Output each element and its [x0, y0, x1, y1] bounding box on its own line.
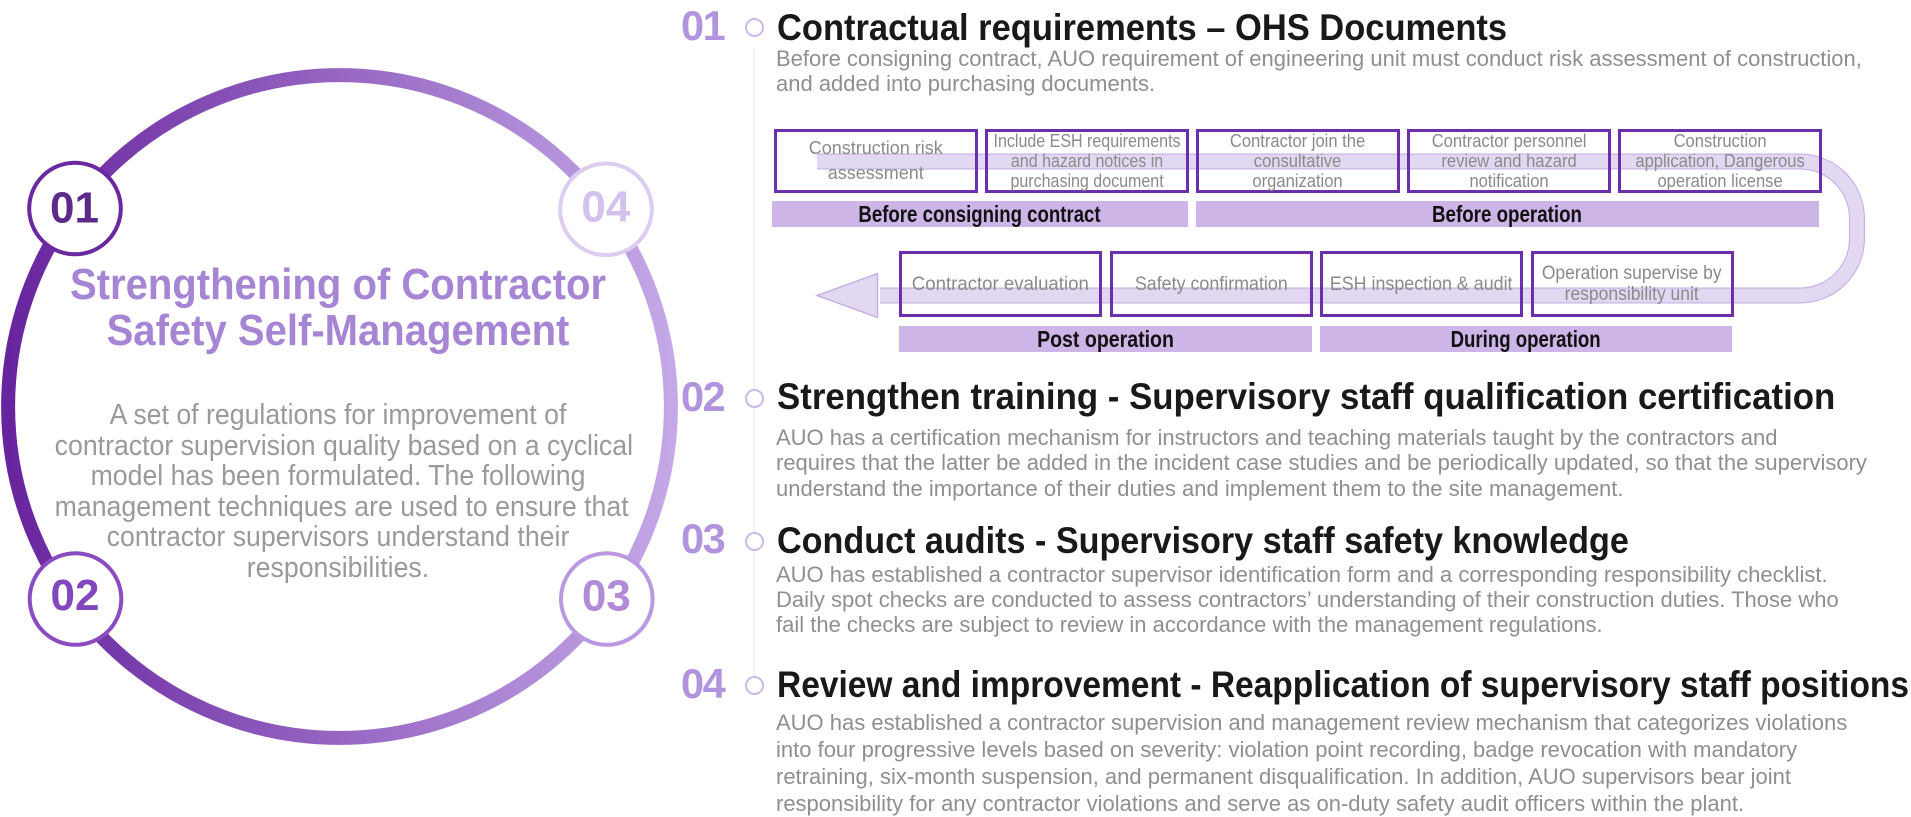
- svg-text:02: 02: [51, 571, 100, 620]
- svg-text:01: 01: [50, 183, 99, 232]
- svg-text:04: 04: [581, 183, 630, 232]
- svg-text:03: 03: [582, 572, 631, 621]
